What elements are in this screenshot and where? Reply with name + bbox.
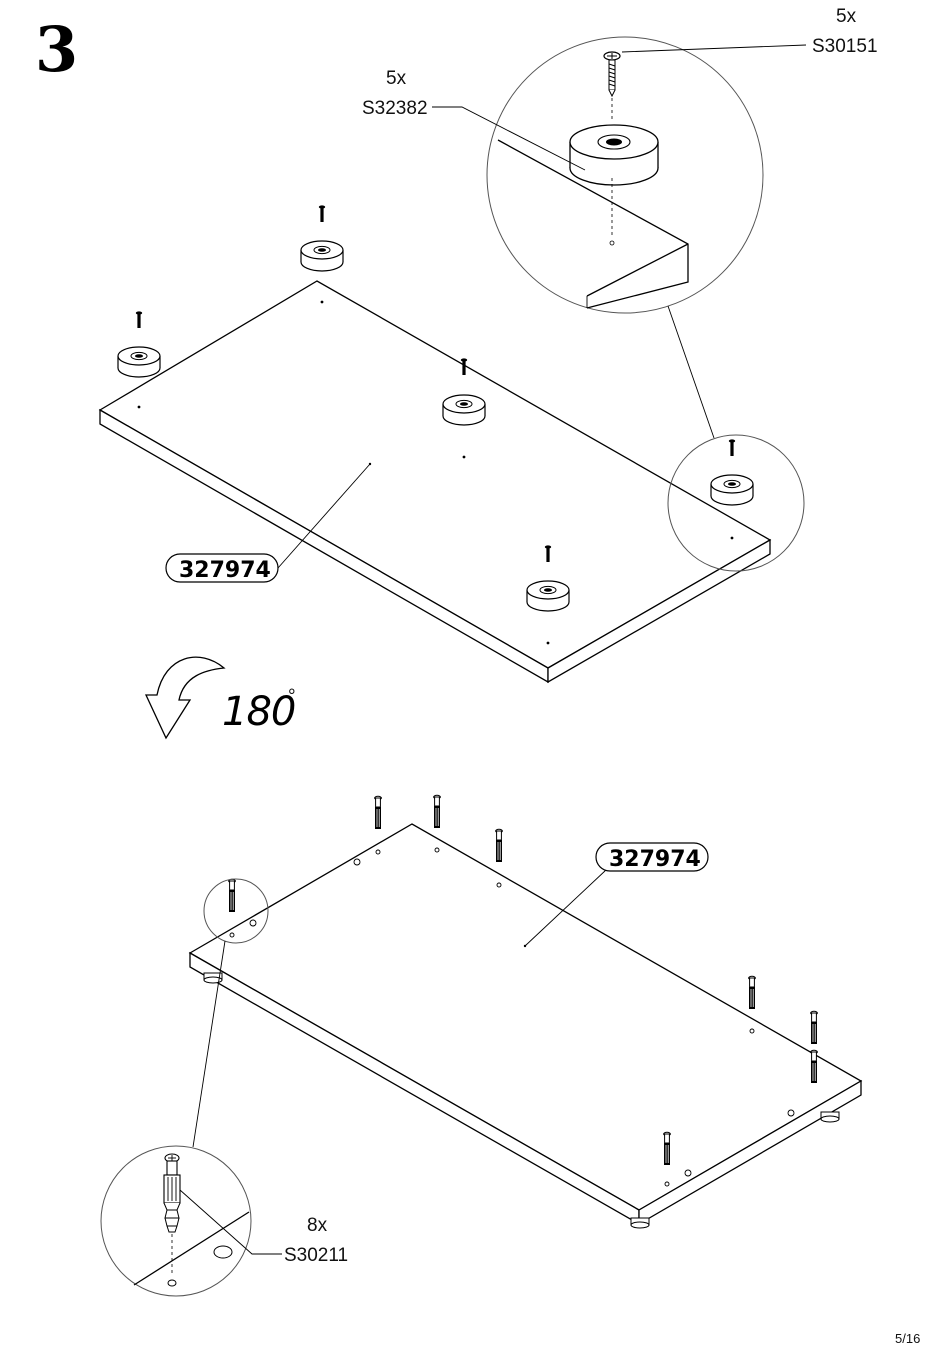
dowel-3 — [496, 829, 503, 862]
glide-quantity: 5x — [386, 68, 407, 89]
dowel-2 — [434, 795, 441, 828]
rotation-unit: ° — [288, 686, 296, 707]
step-number: 3 — [35, 13, 78, 86]
rotation-number: 180 — [222, 689, 295, 735]
dowel-quantity: 8x — [307, 1215, 328, 1236]
rotation-value: 180 — [222, 689, 295, 735]
dowel-4 — [229, 879, 236, 912]
panel-bottom — [190, 824, 861, 1228]
dowel-5 — [749, 976, 756, 1009]
dowel-6 — [811, 1011, 818, 1044]
glide-code: S32382 — [362, 98, 428, 119]
dowel-code: S30211 — [284, 1245, 348, 1266]
dowel-1 — [375, 796, 382, 829]
dowel-8 — [664, 1132, 671, 1165]
panel-code-top: 327974 — [179, 558, 271, 583]
dowel-7 — [811, 1050, 818, 1083]
rotation-arrow-icon — [146, 657, 224, 738]
screw-code: S30151 — [812, 36, 878, 57]
glide-back-left — [301, 205, 343, 271]
screw-quantity: 5x — [836, 6, 857, 27]
glide-front-left — [118, 311, 160, 377]
panel-top — [100, 281, 770, 682]
glide-right — [711, 439, 753, 505]
page-number: 5/16 — [895, 1331, 920, 1346]
panel-code-bottom: 327974 — [609, 847, 701, 872]
